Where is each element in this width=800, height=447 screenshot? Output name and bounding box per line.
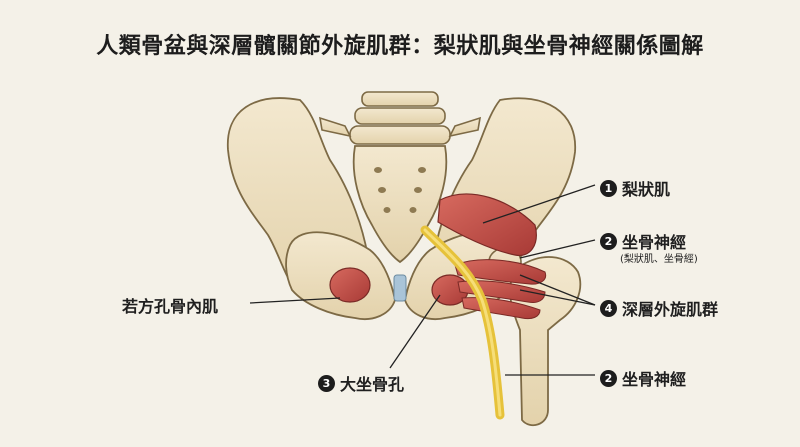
pubic-symphysis [393, 274, 407, 302]
label-piriformis: 1 梨狀肌 [600, 176, 670, 200]
leader-piriformis [482, 184, 596, 224]
label-text: 若方孔骨內肌 [122, 297, 219, 316]
obturator-internus-muscle [329, 267, 371, 303]
label-text: 深層外旋肌群 [622, 300, 719, 319]
label-sciatic-note: (梨狀肌、坐骨經) [620, 254, 698, 265]
leader-foramen [389, 294, 441, 369]
diagram-title: 人類骨盆與深層髖關節外旋肌群：梨狀肌與坐骨神經關係圖解 [96, 34, 704, 59]
number-badge: 3 [318, 374, 335, 392]
leader-sciatic-upper [519, 239, 596, 259]
piriformis-muscle [437, 193, 537, 256]
deep-rotator-1 [454, 259, 547, 285]
label-sciatic-nerve-upper: 2 坐骨神經 [600, 229, 686, 253]
label-text: 坐骨神經 [622, 370, 687, 389]
number-badge: 2 [600, 232, 617, 250]
label-sciatic-nerve-lower: 2 坐骨神經 [600, 366, 686, 390]
number-badge: 2 [600, 369, 617, 387]
label-text: 梨狀肌 [622, 180, 671, 199]
sacral-foramina [374, 167, 426, 213]
leader-obturator [249, 297, 341, 304]
label-obturator-internus: 若方孔骨內肌 [122, 293, 218, 317]
lumbar-vertebrae [318, 91, 482, 145]
label-deep-rotators: 4 深層外旋肌群 [600, 296, 718, 320]
leader-rotators-b [519, 289, 596, 306]
label-text: 坐骨神經 [622, 233, 687, 252]
sacrum [352, 145, 448, 264]
number-badge: 1 [600, 179, 617, 197]
label-text: 大坐骨孔 [340, 375, 405, 394]
number-badge: 4 [600, 299, 617, 317]
label-greater-sciatic-foramen: 3 大坐骨孔 [318, 371, 404, 395]
leader-rotators-a [519, 274, 596, 306]
